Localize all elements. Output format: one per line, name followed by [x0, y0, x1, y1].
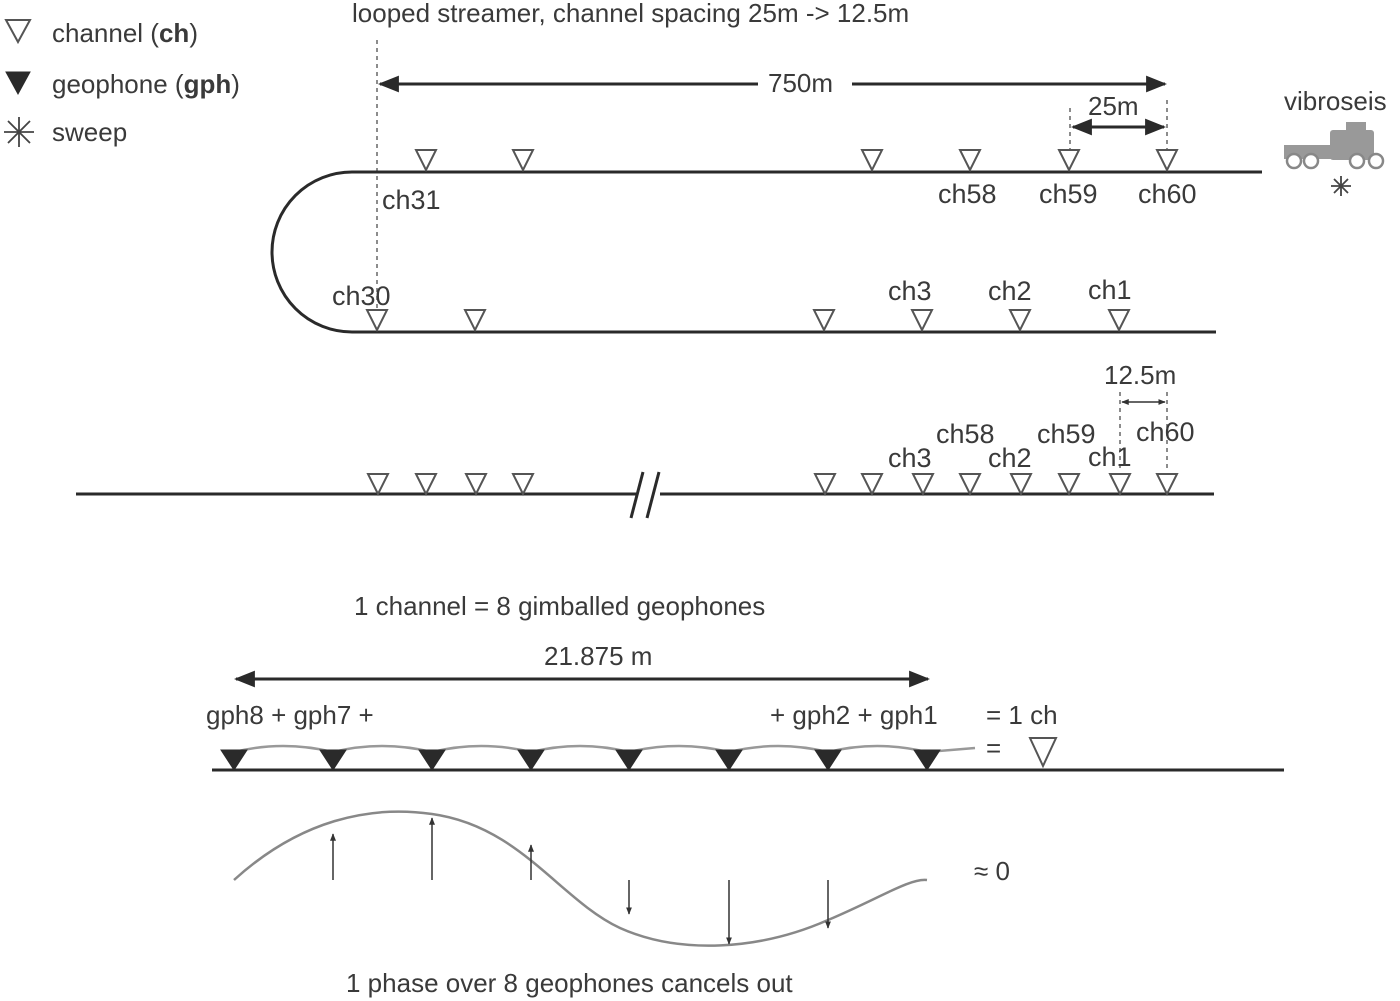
label-ch58: ch58 [938, 179, 997, 209]
wave-amplitude-arrows [330, 817, 831, 945]
label-ch60: ch60 [1138, 179, 1197, 209]
equals-one-channel-label: = 1 ch [986, 700, 1058, 730]
legend-geophone-label: geophone (gph) [52, 69, 240, 99]
interleaved-label-ch59: ch59 [1037, 419, 1096, 449]
channel-marker [464, 473, 488, 497]
interleaved-label-ch2: ch2 [988, 443, 1032, 473]
label-ch59: ch59 [1039, 179, 1098, 209]
geophone-group-title: 1 channel = 8 gimballed geophones [354, 591, 765, 621]
geophone-legend-icon [5, 71, 31, 96]
legend-sweep-label: sweep [52, 117, 127, 147]
channel-marker [1008, 309, 1032, 333]
channel-marker [1108, 473, 1132, 497]
approx-zero-label: ≈ 0 [974, 856, 1010, 886]
channel-marker [1009, 473, 1033, 497]
vibroseis-truck-icon [1284, 122, 1385, 170]
geophone-marker [814, 749, 842, 771]
lower-channel-markers [365, 309, 1131, 333]
streamer-length-label: 750m [768, 68, 833, 98]
channel-marker [1155, 149, 1179, 173]
channel-marker [958, 473, 982, 497]
interleaved-label-ch3: ch3 [888, 443, 932, 473]
sum-left-label: gph8 + gph7 + [206, 700, 374, 730]
channel-marker [511, 149, 535, 173]
geophone-marker [615, 749, 643, 771]
channel-marker [414, 473, 438, 497]
sum-right-label: + gph2 + gph1 [770, 700, 938, 730]
interleaved-label-ch60: ch60 [1136, 417, 1195, 447]
channel-marker [1107, 309, 1131, 333]
interleaved-label-ch58: ch58 [936, 419, 995, 449]
channel-marker [860, 473, 884, 497]
channel-marker [1155, 473, 1179, 497]
interleaved-label-ch1: ch1 [1088, 442, 1132, 472]
interleaved-channel-markers [366, 473, 1179, 497]
cancellation-caption: 1 phase over 8 geophones cancels out [346, 968, 793, 998]
channel-marker [1057, 149, 1081, 173]
label-ch31: ch31 [382, 185, 441, 215]
channel-legend-icon [4, 19, 32, 45]
channel-marker [813, 473, 837, 497]
legend-channel-label: channel (ch) [52, 18, 198, 48]
group-length-label: 21.875 m [544, 641, 652, 671]
channel-marker [365, 309, 389, 333]
channel-marker [1057, 473, 1081, 497]
channel-marker [958, 149, 982, 173]
streamer-title: looped streamer, channel spacing 25m -> … [352, 0, 909, 28]
channel-marker [511, 473, 535, 497]
channel-marker [463, 309, 487, 333]
geophone-marker [517, 749, 545, 771]
label-ch30: ch30 [332, 281, 391, 311]
spacing-label-12-5m: 12.5m [1104, 360, 1176, 390]
upper-channel-markers [414, 149, 1179, 173]
label-ch2: ch2 [988, 276, 1032, 306]
geophone-marker [913, 749, 941, 771]
sweep-icon [1331, 176, 1351, 196]
looped-streamer-cable [270, 170, 1262, 334]
channel-result-icon [1028, 737, 1058, 769]
channel-marker [910, 309, 934, 333]
legend: channel (ch) geophone (gph) sweep [4, 18, 240, 147]
channel-marker [911, 473, 935, 497]
geophone-marker [220, 749, 248, 771]
label-ch3: ch3 [888, 276, 932, 306]
break-mark [629, 471, 661, 519]
phase-wave [233, 810, 928, 947]
channel-marker [812, 309, 836, 333]
geophone-markers [220, 749, 941, 771]
geophone-marker [715, 749, 743, 771]
channel-marker [860, 149, 884, 173]
sweep-legend-icon [4, 117, 34, 147]
channel-marker [414, 149, 438, 173]
channel-marker [366, 473, 390, 497]
geophone-marker [319, 749, 347, 771]
equals-label: = [986, 733, 1001, 763]
source-label: vibroseis [1284, 86, 1387, 116]
geophone-marker [418, 749, 446, 771]
spacing-label-25m: 25m [1088, 91, 1139, 121]
label-ch1: ch1 [1088, 275, 1132, 305]
